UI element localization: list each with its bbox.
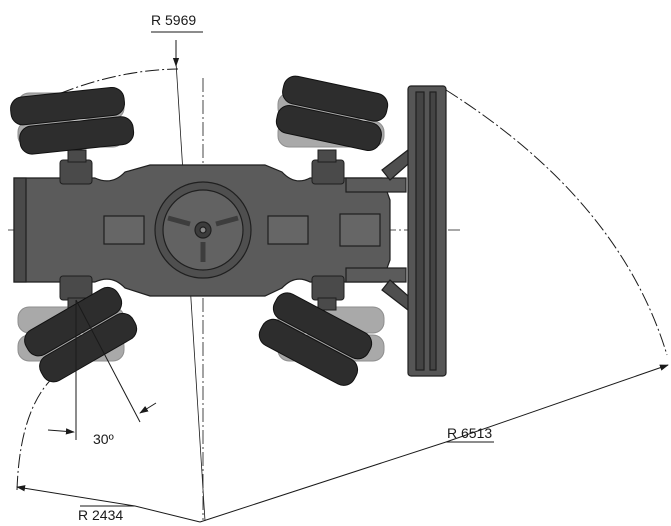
axle-hubs — [59, 149, 345, 311]
tyre-front-lower — [258, 292, 373, 386]
slot-left — [103, 215, 145, 245]
leader-r6513 — [199, 441, 494, 523]
dimension-arrows — [16, 31, 669, 523]
angle-indicator — [47, 299, 157, 440]
turntable — [154, 181, 252, 279]
label-r5969: R 5969 — [151, 12, 196, 28]
tyre-front-upper — [275, 75, 389, 151]
label-r2434: R 2434 — [78, 507, 123, 523]
label-r6513: R 6513 — [447, 425, 492, 441]
angle-arrow-left — [47, 428, 75, 435]
arc-r2434 — [16, 369, 63, 491]
turntable-spokes — [167, 215, 239, 262]
turntable-pin — [199, 226, 207, 234]
arrow-r2434 — [16, 485, 136, 507]
blade-plate — [407, 85, 447, 377]
tyres — [10, 75, 389, 386]
push-arm-upper — [345, 177, 407, 193]
blade-edge-2 — [429, 91, 437, 371]
arrow-r6513 — [445, 364, 669, 443]
blade-edge — [415, 91, 425, 371]
angle-arrow-right — [139, 402, 157, 414]
tyre-rear-lower — [24, 286, 138, 383]
arc-r6513 — [445, 89, 668, 356]
slot-right — [339, 213, 381, 247]
dozer-blade — [407, 85, 447, 377]
rear-frame — [13, 177, 27, 283]
arc-r5969 — [39, 68, 179, 103]
angle-ref-inclined — [75, 299, 141, 423]
slot-mid — [267, 215, 309, 245]
push-arm-lower — [345, 267, 407, 283]
label-angle: 30º — [93, 431, 114, 447]
tyre-rear-upper — [10, 86, 135, 155]
